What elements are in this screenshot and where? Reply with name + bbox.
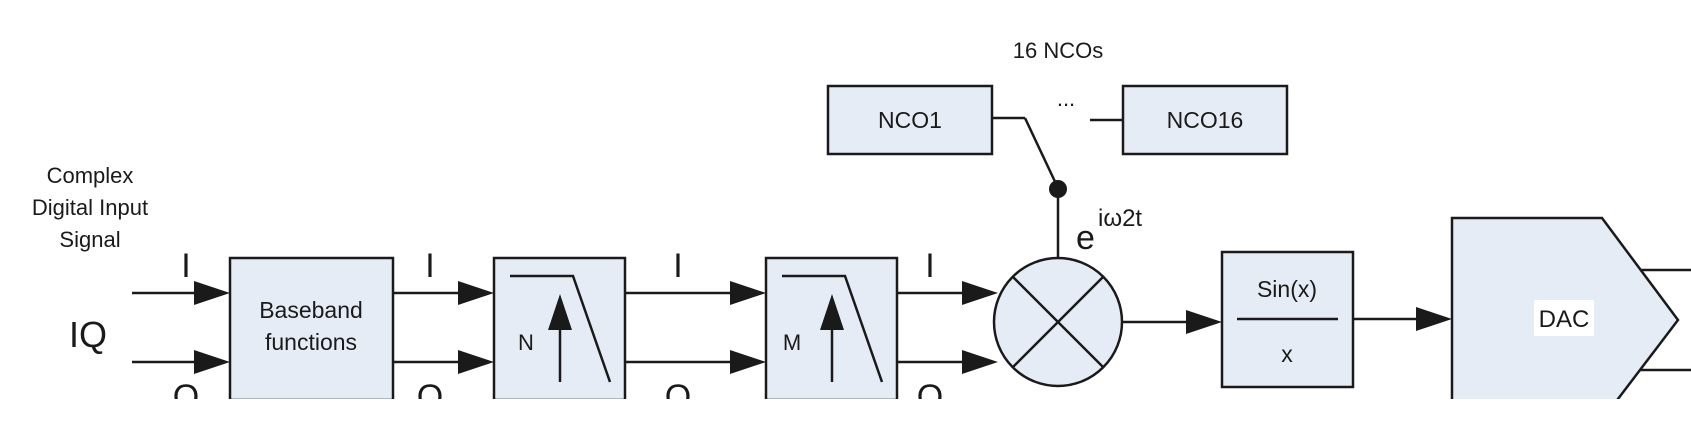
- bottom-crop-band: [0, 399, 1691, 435]
- stage3-i-label: I: [925, 247, 934, 285]
- baseband-to-n-q-arrow: [393, 350, 494, 374]
- iq-label: IQ: [69, 314, 107, 355]
- input-q-arrow: [132, 350, 230, 374]
- n-to-m-q-arrow: [625, 350, 766, 374]
- baseband-label-line2: functions: [265, 329, 357, 355]
- baseband-to-n-i-arrow: [393, 281, 494, 305]
- input-i-label: I: [181, 247, 190, 285]
- nco-selector-switch: [992, 116, 1123, 258]
- sinc-to-dac-arrow: [1353, 307, 1452, 331]
- dac-label: DAC: [1539, 306, 1590, 333]
- nco-ellipsis: ...: [1057, 86, 1075, 111]
- nco16-label: NCO16: [1167, 107, 1244, 133]
- input-caption: Complex Digital Input Signal: [32, 163, 148, 252]
- interpolation-filter-n: N: [492, 256, 627, 402]
- m-to-mixer-q-arrow: [897, 350, 998, 374]
- nco-group-label: 16 NCOs: [1013, 38, 1103, 63]
- input-i-arrow: [132, 281, 230, 305]
- baseband-label-line1: Baseband: [259, 297, 363, 323]
- upsample-arrow-icon: [548, 294, 572, 330]
- dac-block: DAC: [1450, 216, 1691, 422]
- interpolation-filter-m: M: [764, 256, 899, 402]
- mixer-to-sinc-arrow: [1122, 310, 1222, 334]
- input-caption-line2: Digital Input: [32, 195, 148, 220]
- filter-m-label: M: [783, 330, 801, 355]
- sinc-denominator-label: x: [1281, 341, 1293, 367]
- nco1-block: NCO1: [826, 84, 994, 156]
- dac-label-backing: [1534, 300, 1594, 336]
- filter-n-label: N: [518, 330, 534, 355]
- stage1-i-label: I: [425, 247, 434, 285]
- sinc-numerator-label: Sin(x): [1257, 276, 1317, 302]
- sinc-compensation-block: Sin(x) x: [1220, 250, 1355, 389]
- nco1-label: NCO1: [878, 107, 942, 133]
- m-to-mixer-i-arrow: [897, 281, 998, 305]
- input-caption-line3: Signal: [59, 227, 120, 252]
- exponent-base-label: e: [1076, 219, 1095, 257]
- baseband-block: Baseband functions: [228, 256, 395, 402]
- n-to-m-i-arrow: [625, 281, 766, 305]
- upsample-arrow-icon: [820, 294, 844, 330]
- exponent-power-label: iω2t: [1098, 205, 1142, 232]
- input-caption-line1: Complex: [47, 163, 134, 188]
- stage2-i-label: I: [673, 247, 682, 285]
- mixer-symbol: [992, 256, 1124, 388]
- nco16-block: NCO16: [1121, 84, 1289, 156]
